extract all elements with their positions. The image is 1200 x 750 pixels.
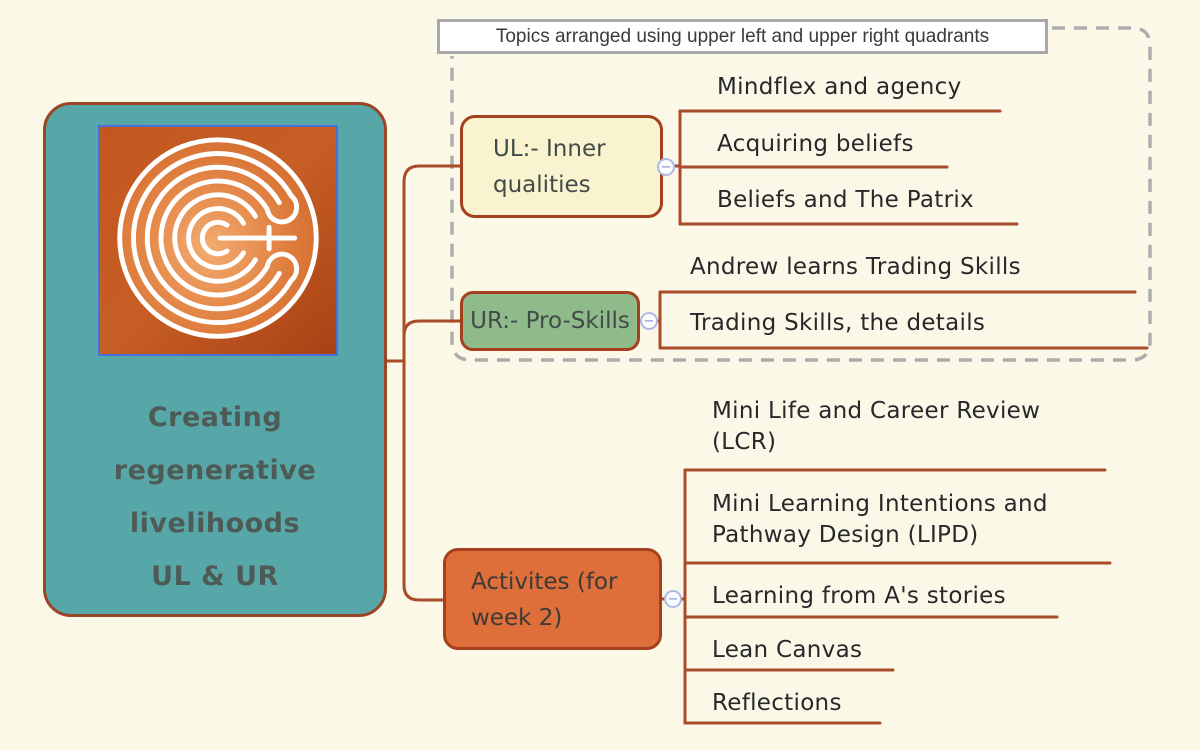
branch-label: Activites (for week 2) — [471, 569, 618, 631]
minus-icon: − — [667, 591, 679, 607]
legend-text: Topics arranged using upper left and upp… — [495, 25, 990, 47]
child-topic[interactable]: Trading Skills, the details — [690, 310, 986, 336]
child-topic[interactable]: Mindflex and agency — [717, 74, 962, 100]
legend-note[interactable]: Topics arranged using upper left and upp… — [437, 19, 1048, 54]
child-topic[interactable]: Acquiring beliefs — [717, 131, 914, 157]
branch-node-ul[interactable]: UL:- Inner qualities — [460, 115, 663, 218]
branch-node-ur[interactable]: UR:- Pro-Skills — [460, 291, 640, 351]
root-node[interactable]: Creating regenerative livelihoods UL & U… — [43, 102, 387, 617]
branch-node-activities[interactable]: Activites (for week 2) — [443, 548, 662, 650]
root-title-line: regenerative — [113, 455, 317, 486]
child-topic[interactable]: Reflections — [712, 690, 842, 716]
labyrinth-icon — [100, 127, 336, 354]
root-title-line: UL & UR — [151, 561, 279, 592]
child-topic[interactable]: Andrew learns Trading Skills — [690, 254, 1021, 280]
minus-icon: − — [643, 313, 655, 329]
child-topic[interactable]: Mini Learning Intentions and Pathway Des… — [712, 491, 1048, 548]
branch-label: UL:- Inner qualities — [493, 136, 606, 198]
child-topic[interactable]: Learning from A's stories — [712, 583, 1006, 609]
child-topic[interactable]: Mini Life and Career Review (LCR) — [712, 398, 1041, 455]
root-title: Creating regenerative livelihoods UL & U… — [46, 391, 384, 603]
root-title-line: Creating — [147, 402, 283, 433]
child-topic[interactable]: Beliefs and The Patrix — [717, 187, 974, 213]
labyrinth-logo-icon — [98, 125, 338, 356]
collapse-button-ur[interactable]: − — [640, 312, 658, 330]
collapse-button-activities[interactable]: − — [664, 590, 682, 608]
branch-label: UR:- Pro-Skills — [470, 308, 630, 334]
child-topic[interactable]: Lean Canvas — [712, 637, 863, 663]
collapse-button-ul[interactable]: − — [657, 158, 675, 176]
minus-icon: − — [660, 159, 672, 175]
root-title-line: livelihoods — [129, 508, 301, 539]
